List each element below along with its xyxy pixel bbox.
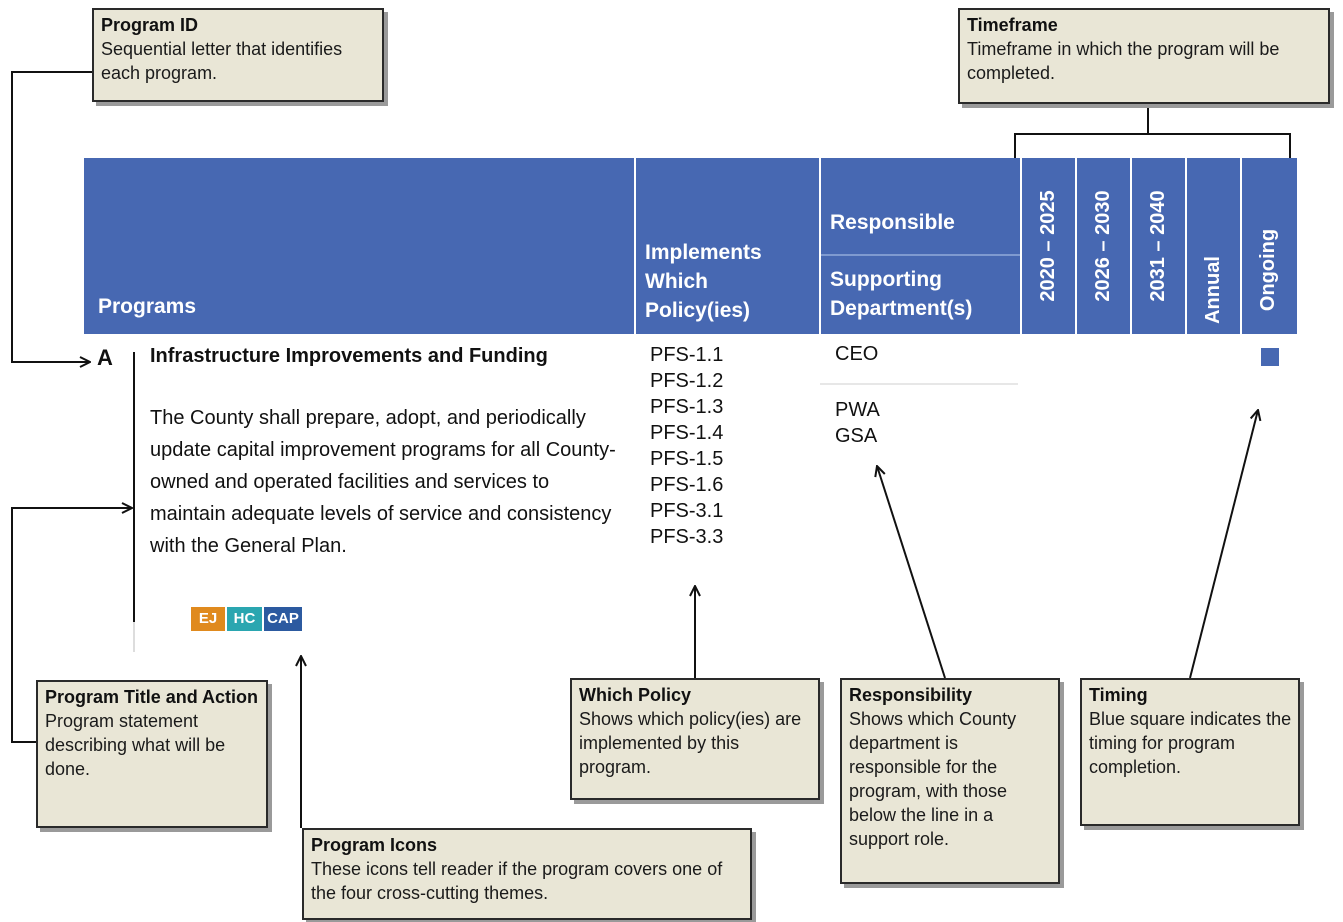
policy-item: PFS-1.3	[650, 396, 724, 418]
program-title-connector	[11, 508, 132, 743]
callout-title: Timing	[1089, 685, 1148, 705]
table-header	[84, 158, 1297, 334]
policy-item: PFS-1.2	[650, 370, 724, 392]
supporting-departments: PWA GSA	[835, 397, 880, 449]
supporting-department: PWA	[835, 399, 880, 421]
responsible-department: CEO	[835, 343, 879, 365]
callout-body: These icons tell reader if the program c…	[311, 859, 723, 903]
callout-title: Program ID	[101, 15, 199, 35]
callout-title: Program Icons	[311, 835, 438, 855]
header-implements: Implements Which Policy(ies)	[645, 241, 762, 322]
callout-body: Sequential letter that identifies each p…	[101, 39, 343, 83]
callout-responsibility: Responsibility Shows which County depart…	[840, 678, 1060, 884]
callout-title: Program Title and Action	[45, 687, 259, 707]
header-responsible: Responsible	[830, 211, 955, 234]
callout-body: Blue square indicates the timing for pro…	[1089, 709, 1292, 777]
program-description: The County shall prepare, adopt, and per…	[150, 407, 616, 557]
cap-icon-label: CAP	[267, 610, 299, 627]
header-divider	[1185, 158, 1187, 334]
header-divider	[1240, 158, 1242, 334]
program-id: A	[97, 345, 113, 370]
ej-icon: EJ	[191, 607, 225, 631]
policy-item: PFS-1.5	[650, 448, 724, 470]
policy-item: PFS-1.1	[650, 344, 724, 366]
responsibility-arrow	[877, 466, 946, 679]
ej-icon-label: EJ	[198, 610, 218, 627]
header-timeframe-2031-2040: 2031 – 2040	[1147, 190, 1169, 302]
callout-title: Responsibility	[849, 685, 973, 705]
header-timeframe-2026-2030: 2026 – 2030	[1092, 190, 1114, 302]
timing-marker-ongoing	[1261, 348, 1279, 366]
policy-item: PFS-1.6	[650, 474, 724, 496]
callout-program-icons: Program Icons These icons tell reader if…	[302, 828, 752, 920]
timing-arrow	[1189, 410, 1258, 679]
header-supporting: Supporting Department(s)	[830, 268, 973, 320]
header-timeframe-2020-2025: 2020 – 2025	[1037, 190, 1059, 302]
header-divider	[1075, 158, 1077, 334]
hc-icon-label: HC	[233, 610, 256, 627]
hc-icon: HC	[227, 607, 262, 631]
program-title: Infrastructure Improvements and Funding	[150, 345, 548, 367]
timeframe-bracket	[1014, 133, 1291, 158]
callout-which-policy: Which Policy Shows which policy(ies) are…	[570, 678, 820, 800]
callout-title: Which Policy	[579, 685, 692, 705]
callout-program-title-action: Program Title and Action Program stateme…	[36, 680, 268, 828]
callout-body: Timeframe in which the program will be c…	[967, 39, 1280, 83]
cap-icon: CAP	[264, 607, 302, 631]
policy-item: PFS-3.1	[650, 500, 724, 522]
callout-timeframe: Timeframe Timeframe in which the program…	[958, 8, 1330, 104]
policy-list: PFS-1.1 PFS-1.2 PFS-1.3 PFS-1.4 PFS-1.5 …	[650, 342, 723, 550]
header-responsible-divider	[821, 254, 1020, 256]
header-divider	[1020, 158, 1022, 334]
program-id-connector	[11, 71, 92, 362]
callout-program-id: Program ID Sequential letter that identi…	[92, 8, 384, 102]
header-timeframe-annual: Annual	[1202, 256, 1224, 324]
callout-body: Shows which County department is respons…	[849, 709, 1017, 849]
callout-body: Program statement describing what will b…	[45, 711, 226, 779]
header-timeframe-ongoing: Ongoing	[1257, 228, 1279, 312]
callout-body: Shows which policy(ies) are implemented …	[579, 709, 802, 777]
supporting-department: GSA	[835, 425, 878, 447]
header-divider	[1130, 158, 1132, 334]
policy-item: PFS-3.3	[650, 526, 724, 548]
callout-title: Timeframe	[967, 15, 1058, 35]
header-divider	[819, 158, 821, 334]
header-divider	[634, 158, 636, 334]
header-programs: Programs	[98, 295, 197, 318]
policy-item: PFS-1.4	[650, 422, 724, 444]
callout-timing: Timing Blue square indicates the timing …	[1080, 678, 1300, 826]
